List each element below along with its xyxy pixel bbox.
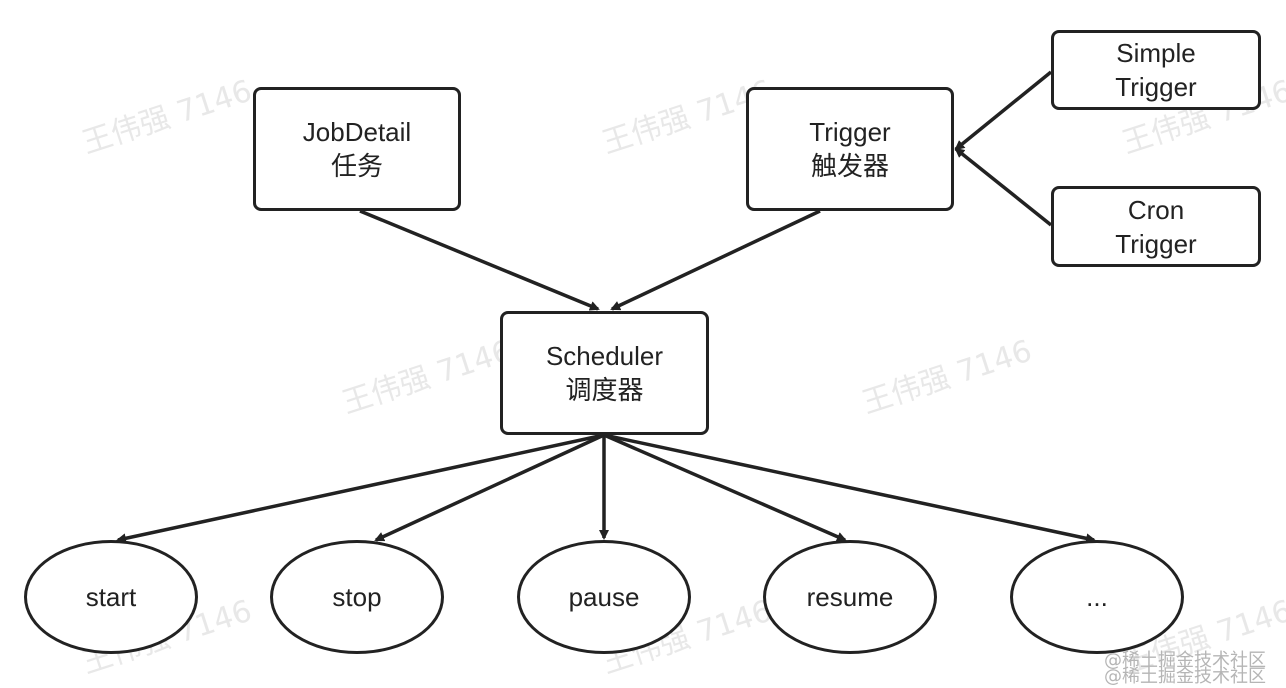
- action-label: start: [85, 581, 137, 612]
- simple-trigger-line2: Trigger: [1115, 72, 1197, 102]
- edge-jobdetail-to-scheduler: [359, 209, 600, 311]
- credit-text: @稀土掘金技术社区: [1104, 666, 1266, 687]
- credit-text: @稀土掘金技术社区: [1104, 650, 1266, 671]
- scheduler-title: Scheduler: [545, 341, 664, 371]
- edge-simple_trigger-to-trigger: [954, 70, 1053, 151]
- jobdetail-title: JobDetail: [302, 117, 412, 147]
- simple-trigger-line1: Simple: [1116, 38, 1196, 68]
- edge-trigger-to-scheduler: [610, 209, 821, 311]
- action-label: resume: [806, 581, 894, 612]
- simple-trigger-node: Simple Trigger: [1051, 30, 1261, 110]
- action-stop: stop: [270, 540, 444, 654]
- cron-trigger-node: Cron Trigger: [1051, 186, 1261, 267]
- trigger-node: Trigger 触发器: [746, 87, 954, 211]
- trigger-title: Trigger: [809, 117, 891, 147]
- trigger-subtitle: 触发器: [810, 151, 889, 181]
- action-resume: resume: [763, 540, 937, 654]
- action-label: stop: [332, 581, 382, 612]
- jobdetail-subtitle: 任务: [330, 151, 383, 181]
- edge-scheduler-to-resume: [603, 433, 847, 542]
- cron-trigger-line1: Cron: [1127, 194, 1185, 225]
- action-pause: pause: [517, 540, 691, 654]
- action-label: pause: [568, 581, 640, 612]
- edge-cron_trigger-to-trigger: [954, 147, 1053, 227]
- action-label: ...: [1086, 581, 1108, 612]
- action-more: ...: [1010, 540, 1184, 654]
- action-start: start: [24, 540, 198, 654]
- scheduler-subtitle: 调度器: [565, 375, 644, 405]
- edge-scheduler-to-moremoremore: [603, 433, 1096, 544]
- jobdetail-node: JobDetail 任务: [253, 87, 461, 211]
- scheduler-node: Scheduler 调度器: [500, 311, 709, 435]
- cron-trigger-line2: Trigger: [1115, 228, 1197, 259]
- edge-scheduler-to-start: [116, 433, 605, 544]
- edge-scheduler-to-stop: [374, 433, 605, 542]
